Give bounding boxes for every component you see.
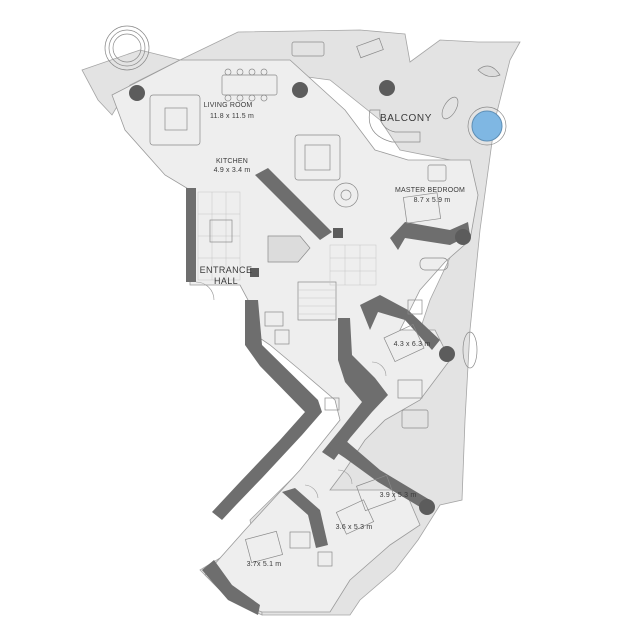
- bedroom4-size: 3.6 x 5.3 m: [336, 524, 373, 531]
- master-bedroom-size: 8.7 x 5.9 m: [414, 197, 451, 204]
- master-bed: [402, 192, 442, 224]
- door-entrance: [195, 281, 215, 301]
- bedroom2-bed: [383, 323, 425, 363]
- nw-pavilion: [104, 25, 150, 71]
- column-8: [333, 228, 343, 238]
- east-planter: [462, 331, 478, 369]
- master-bedroom-label: MASTER BEDROOM: [395, 187, 465, 194]
- round-table: [333, 182, 359, 208]
- master-wall: [390, 222, 470, 250]
- bath-south: [289, 531, 311, 549]
- dining-chairs: [224, 68, 268, 102]
- living-terrace: [81, 49, 182, 116]
- living-room-size: 11.8 x 11.5 m: [210, 113, 254, 120]
- bedroom4-bed: [335, 499, 375, 535]
- wc-1: [407, 299, 423, 315]
- corridor-bath: [397, 379, 423, 399]
- family-rug: [304, 144, 331, 171]
- living-rug: [164, 107, 188, 131]
- entrance-label-line1: ENTRANCE: [200, 265, 253, 275]
- balcony-lounger: [356, 37, 384, 59]
- entrance-tiles: [197, 191, 241, 281]
- entrance-label-line2: HALL: [214, 276, 238, 286]
- bedroom3-bed: [356, 474, 396, 512]
- wc-3: [324, 397, 340, 411]
- powder-room: [264, 311, 284, 327]
- column-7: [250, 268, 259, 277]
- wc-4: [274, 329, 290, 345]
- sw-outer-wall: [202, 560, 260, 615]
- kitchen-wall: [255, 168, 332, 240]
- wc-2: [317, 551, 333, 567]
- family-sofa: [294, 134, 341, 181]
- staircase: [297, 281, 337, 321]
- bedroom3-size: 3.9 x 5.3 m: [380, 492, 417, 499]
- kitchen-island: [267, 235, 311, 263]
- bedroom5-wall: [282, 488, 328, 548]
- pool: [471, 110, 503, 142]
- column-5: [439, 346, 455, 362]
- corridor-wall-east: [322, 318, 388, 460]
- sun-lounger: [441, 96, 459, 120]
- bedroom2-size: 4.3 x 6.3 m: [394, 341, 431, 348]
- living-sofa-set: [149, 94, 201, 146]
- bedroom3-wall: [330, 440, 430, 510]
- column-2: [292, 82, 308, 98]
- column-3: [379, 80, 395, 96]
- balcony-curved-sofa: [368, 109, 421, 143]
- living-room-label: LIVING ROOM: [204, 102, 253, 109]
- entrance-wall: [186, 188, 196, 282]
- entrance-console: [209, 219, 233, 243]
- lobby-tiles: [329, 244, 377, 286]
- pool-rim: [467, 106, 507, 146]
- round-table-inner: [340, 189, 352, 201]
- bedroom5-bed: [245, 530, 283, 564]
- master-lounge: [427, 164, 447, 182]
- door-bedroom2: [371, 361, 387, 377]
- column-6: [419, 499, 435, 515]
- balcony-dining-table: [291, 41, 325, 57]
- door-bedroom3: [337, 469, 353, 485]
- column-1: [129, 85, 145, 101]
- dining-table: [221, 74, 278, 96]
- bedroom2-bath: [401, 409, 429, 429]
- kitchen-label: KITCHEN: [216, 158, 248, 165]
- column-4: [455, 229, 471, 245]
- kitchen-size: 4.9 x 3.4 m: [214, 167, 251, 174]
- master-bathtub: [419, 257, 449, 271]
- balcony-label: BALCONY: [380, 113, 432, 124]
- door-bedroom5: [304, 484, 319, 499]
- bedroom5-size: 3.7x 5.1 m: [247, 561, 282, 568]
- bedroom2-wall: [360, 295, 440, 350]
- planter-leaves: [477, 65, 501, 77]
